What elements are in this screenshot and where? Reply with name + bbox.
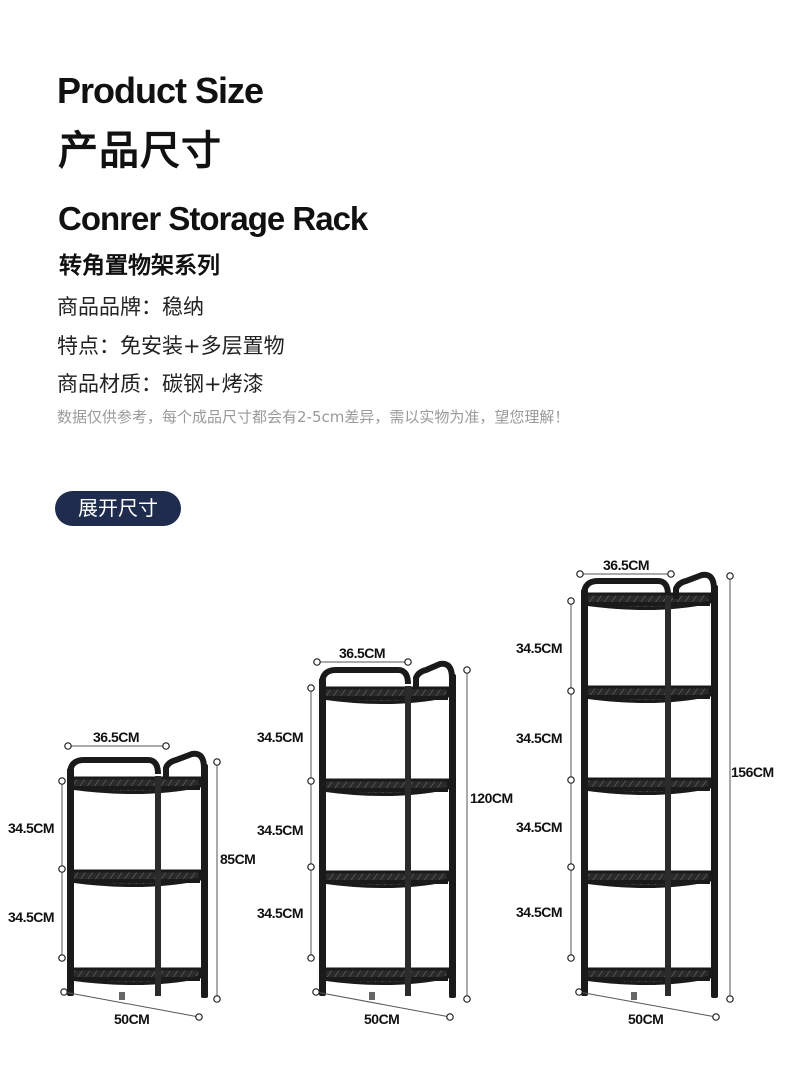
rack-shelf xyxy=(320,967,450,986)
rack3-tier-label: 34.5CM xyxy=(516,730,563,746)
disclaimer-note: 数据仅供参考，每个成品尺寸都会有2-5cm差异，需以实物为准，望您理解！ xyxy=(57,408,570,426)
rack-foot xyxy=(369,992,375,1000)
dimension-dot xyxy=(307,863,315,871)
rack-foot xyxy=(631,992,637,1000)
dimension-dot xyxy=(726,572,734,580)
dimension-dot xyxy=(712,1013,720,1021)
rack-post-left xyxy=(581,589,588,996)
rack-post-left xyxy=(319,678,326,996)
rack1-tier-label: 34.5CM xyxy=(8,909,55,925)
rack-top-arch xyxy=(413,660,455,688)
dimension-dot xyxy=(575,988,583,996)
page-title-zh: 产品尺寸 xyxy=(58,128,222,174)
dimension-dot xyxy=(567,863,575,871)
rack2-width-label: 36.5CM xyxy=(339,645,386,661)
depth-dimension-line xyxy=(315,991,451,1018)
dimension-dot xyxy=(567,776,575,784)
rack-post-middle xyxy=(155,776,161,996)
rack-shelf xyxy=(582,592,712,611)
dimension-dot xyxy=(567,687,575,695)
section-pill: 展开尺寸 xyxy=(55,491,181,526)
rack1-height-label: 85CM xyxy=(220,851,256,867)
dimension-dot xyxy=(726,995,734,1003)
rack-shelf xyxy=(68,967,202,986)
product-name-en: Conrer Storage Rack xyxy=(58,200,368,237)
rack-post-right xyxy=(711,585,718,998)
dimension-dot xyxy=(60,988,68,996)
depth-dimension-line xyxy=(63,991,200,1018)
rack-shelf xyxy=(582,685,712,704)
dimension-dot xyxy=(404,658,412,666)
dimension-dot xyxy=(446,1013,454,1021)
rack-top-arch xyxy=(163,750,207,778)
rack-shelf xyxy=(320,686,450,705)
rack-foot xyxy=(119,992,125,1000)
depth-dimension-line xyxy=(578,991,717,1018)
rack-shelf xyxy=(320,778,450,797)
dimension-dot xyxy=(162,742,170,750)
features-info: 特点：免安装+多层置物 xyxy=(57,334,285,358)
rack2-depth-label: 50CM xyxy=(364,1011,400,1027)
rack-shelf xyxy=(68,776,202,795)
rack-post-middle xyxy=(665,597,671,996)
rack-top-arch xyxy=(581,578,671,596)
dimension-dot xyxy=(313,658,321,666)
product-name-zh: 转角置物架系列 xyxy=(59,253,220,279)
rack2-tier-label: 34.5CM xyxy=(257,822,304,838)
rack2-tier-label: 34.5CM xyxy=(257,905,304,921)
page-title-en: Product Size xyxy=(57,70,264,111)
dimension-dot xyxy=(567,597,575,605)
dimension-dot xyxy=(576,570,584,578)
rack-top-arch xyxy=(319,667,411,685)
rack1-width-label: 36.5CM xyxy=(93,729,140,745)
dimension-dot xyxy=(667,570,675,578)
rack3-height-label: 156CM xyxy=(731,764,774,780)
rack3-tier-label: 34.5CM xyxy=(516,819,563,835)
dimension-dot xyxy=(58,777,66,785)
rack3-tier-label: 34.5CM xyxy=(516,904,563,920)
dimension-dot xyxy=(307,777,315,785)
rack-top-arch xyxy=(67,757,161,775)
dimension-dot xyxy=(195,1013,203,1021)
rack-top-arch xyxy=(673,571,717,599)
dimension-dot xyxy=(307,684,315,692)
dimension-dot xyxy=(58,865,66,873)
dimension-dot xyxy=(567,954,575,962)
dimension-dot xyxy=(64,742,72,750)
rack2-height-label: 120CM xyxy=(470,790,513,806)
rack-shelf xyxy=(582,777,712,796)
rack3-depth-label: 50CM xyxy=(628,1011,664,1027)
dimension-dot xyxy=(312,988,320,996)
rack-shelf xyxy=(320,870,450,889)
rack-post-right xyxy=(449,674,456,998)
rack1-depth-label: 50CM xyxy=(114,1011,150,1027)
rack-shelf xyxy=(582,870,712,889)
dimension-dot xyxy=(58,954,66,962)
rack-post-left xyxy=(67,768,74,996)
material-info: 商品材质：碳钢+烤漆 xyxy=(57,372,264,396)
rack-shelf xyxy=(68,869,202,888)
dimension-dot xyxy=(213,995,221,1003)
brand-info: 商品品牌：稳纳 xyxy=(57,295,204,319)
rack-post-middle xyxy=(405,686,411,996)
dimension-dot xyxy=(307,954,315,962)
rack2-tier-label: 34.5CM xyxy=(257,729,304,745)
rack-shelf xyxy=(582,967,712,986)
dimension-dot xyxy=(213,758,221,766)
dimension-dot xyxy=(463,995,471,1003)
rack-post-right xyxy=(201,764,208,998)
rack3-width-label: 36.5CM xyxy=(603,557,650,573)
rack1-tier-label: 34.5CM xyxy=(8,820,55,836)
dimension-dot xyxy=(463,666,471,674)
rack3-tier-label: 34.5CM xyxy=(516,640,563,656)
